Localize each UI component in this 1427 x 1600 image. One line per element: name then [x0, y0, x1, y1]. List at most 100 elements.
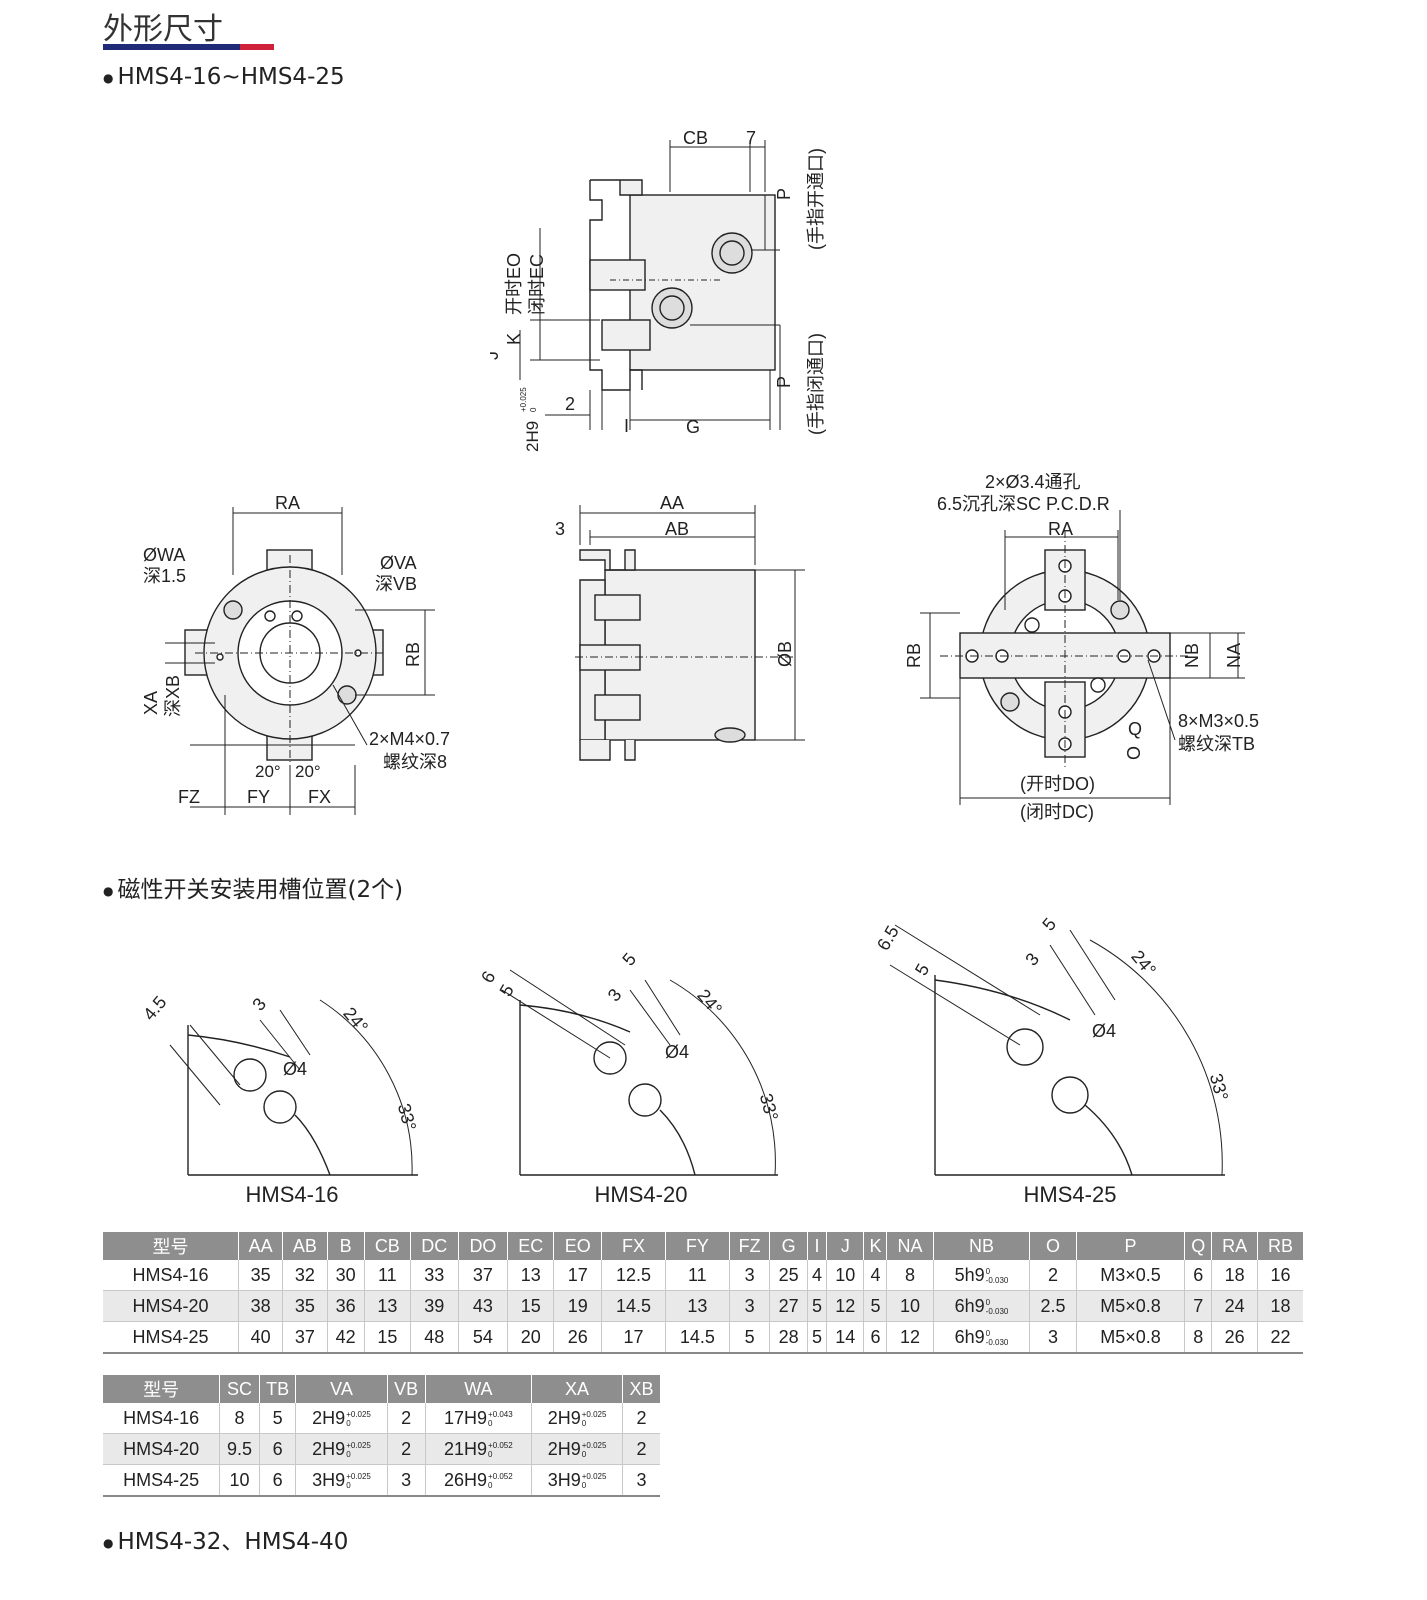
dim-angle-1: 20°: [255, 762, 281, 781]
table-cell-model: HMS4-16: [103, 1260, 239, 1291]
table-cell-model: HMS4-20: [103, 1433, 220, 1465]
dim-7: 7: [746, 128, 756, 148]
table-cell-dc: 33: [409, 1260, 459, 1291]
table-cell-p: M5×0.8: [1075, 1290, 1185, 1322]
table-cell-sc: 10: [219, 1464, 260, 1497]
tolerance-lower: 0: [488, 1418, 493, 1428]
table-cell-ab: 32: [282, 1260, 328, 1291]
slot20-a2: 33°: [756, 1091, 782, 1122]
slot20-a1: 24°: [693, 985, 726, 1019]
dim-do: (开时DO): [1020, 774, 1095, 794]
column-header: 型号: [103, 1375, 220, 1403]
table-cell-o: 2.5: [1029, 1290, 1077, 1322]
table-cell-model: HMS4-25: [103, 1464, 220, 1497]
dim-m4: 2×M4×0.7: [369, 729, 450, 749]
slot25-dia: Ø4: [1092, 1021, 1116, 1041]
dim-fz: FZ: [178, 787, 200, 807]
table-cell-sc: 9.5: [219, 1433, 260, 1465]
dim-m3-depth: 螺纹深TB: [1178, 734, 1255, 754]
note-counterbore: 6.5沉孔深SC P.C.D.R: [937, 494, 1110, 514]
column-header: G: [769, 1232, 808, 1260]
dim-rb-rear: RB: [904, 643, 924, 668]
column-header: O: [1029, 1232, 1077, 1260]
table-cell-i: 5: [806, 1321, 827, 1354]
table-cell-sc: 8: [219, 1403, 260, 1434]
column-header: RB: [1257, 1232, 1303, 1260]
table-cell-fx: 17: [601, 1321, 666, 1354]
tolerance-upper: +0.043: [488, 1409, 513, 1419]
cell-value: 2H9: [547, 1407, 581, 1428]
dim-owa-depth: 深1.5: [143, 566, 186, 586]
tolerance-lower: -0.030: [985, 1275, 1009, 1285]
table-cell-vb: 2: [386, 1433, 426, 1465]
table-cell-cb: 11: [363, 1260, 411, 1291]
dim-ra-rear: RA: [1048, 519, 1073, 539]
dim-o: O: [1124, 746, 1144, 760]
tolerance-lower: 0: [488, 1480, 493, 1490]
column-header: TB: [258, 1375, 296, 1403]
table-cell-do: 43: [457, 1290, 508, 1322]
column-header: NA: [886, 1232, 934, 1260]
slot25-d3: 5: [1038, 914, 1060, 935]
column-header: VA: [295, 1375, 388, 1403]
tolerance-lower: 0: [581, 1449, 587, 1459]
table-cell-aa: 40: [237, 1321, 283, 1354]
table-cell-o: 3: [1029, 1321, 1077, 1354]
title-underline: [103, 44, 274, 50]
dim-ec: 闭时EC: [527, 254, 547, 315]
table-cell-na: 8: [886, 1260, 934, 1291]
column-header: WA: [424, 1375, 532, 1403]
table-cell-eo: 17: [553, 1260, 602, 1291]
dim-p-open: P: [774, 188, 794, 200]
column-header: AA: [237, 1232, 283, 1260]
slot16-d2: 3: [248, 994, 270, 1015]
column-header: P: [1075, 1232, 1185, 1260]
cell-value: 5h9: [954, 1264, 985, 1285]
tolerance-lower: -0.030: [985, 1306, 1009, 1316]
slot20-dia: Ø4: [665, 1042, 689, 1062]
table-cell-o: 2: [1029, 1260, 1077, 1291]
table-cell-q: 8: [1184, 1321, 1212, 1354]
table-cell-rb: 18: [1257, 1290, 1303, 1322]
dim-xa: XA: [141, 691, 161, 715]
slot20-d1b: 5: [495, 981, 517, 1000]
table-cell-fz: 3: [728, 1290, 770, 1322]
column-header: 型号: [103, 1232, 239, 1260]
table-cell-aa: 35: [237, 1260, 283, 1291]
table-cell-eo: 19: [553, 1290, 602, 1322]
column-header: I: [806, 1232, 827, 1260]
tolerance-upper: +0.025: [581, 1471, 607, 1481]
column-header: RA: [1211, 1232, 1258, 1260]
table-cell-dc: 48: [409, 1321, 459, 1354]
table-cell-dc: 39: [409, 1290, 459, 1322]
tolerance-upper: 0: [985, 1297, 991, 1307]
table-cell-fz: 3: [728, 1260, 770, 1291]
tolerance-upper: +0.025: [346, 1409, 371, 1419]
dim-cb: CB: [683, 128, 708, 148]
table-cell-fx: 12.5: [601, 1260, 666, 1291]
section-heading-slots: 磁性开关安装用槽位置(2个): [103, 870, 403, 904]
tolerance: 0-0.030: [986, 1298, 1009, 1316]
table-cell-model: HMS4-16: [103, 1403, 220, 1434]
tolerance-upper: +0.025: [346, 1440, 371, 1450]
rear-view-drawing: 2×Ø3.4通孔 6.5沉孔深SC P.C.D.R RA RB NB NA Q …: [904, 472, 1259, 822]
tolerance-upper: +0.025: [581, 1440, 607, 1450]
table-cell-g: 28: [769, 1321, 808, 1354]
top-view-drawing: CB 7 P (手指开通口) P (手指闭通口) 开时EO 闭时EC J K 2…: [490, 128, 826, 452]
tolerance-lower: 0: [346, 1449, 351, 1459]
table-cell-xb: 3: [622, 1464, 660, 1497]
column-header: DC: [409, 1232, 459, 1260]
column-header: Q: [1184, 1232, 1212, 1260]
